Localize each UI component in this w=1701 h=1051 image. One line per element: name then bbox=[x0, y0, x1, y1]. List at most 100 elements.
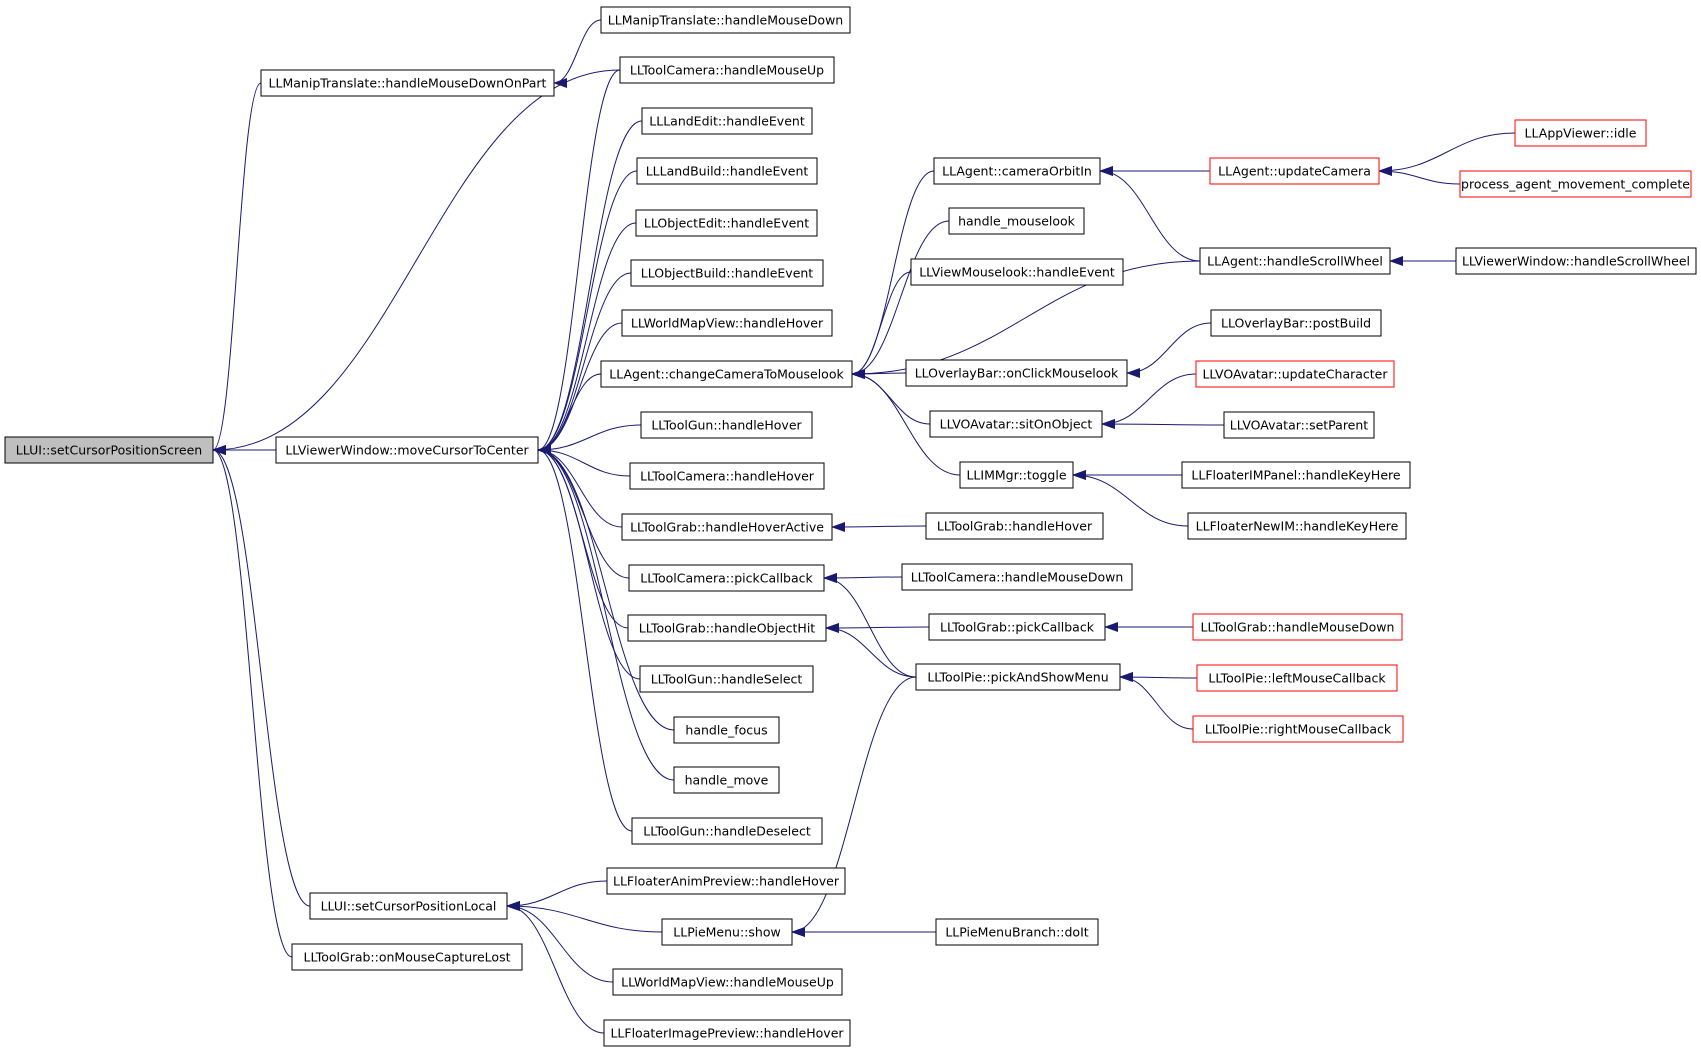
node-lloverlaybar-onclickmouselook[interactable]: LLOverlayBar::onClickMouselook bbox=[905, 359, 1128, 387]
node-llpiemenu-show[interactable]: LLPieMenu::show bbox=[661, 918, 793, 946]
node-llpiemenubranch-doit[interactable]: LLPieMenuBranch::doIt bbox=[935, 918, 1099, 946]
node-box bbox=[910, 258, 1124, 286]
edge-n47-to-n36 bbox=[1119, 672, 1194, 730]
node-llvoavatar-sitonobject[interactable]: LLVOAvatar::sitOnObject bbox=[929, 410, 1103, 438]
node-lltoolcamera-pickcallback[interactable]: LLToolCamera::pickCallback bbox=[628, 564, 825, 592]
node-box bbox=[621, 513, 833, 541]
node-llobjectbuild-handleevent[interactable]: LLObjectBuild::handleEvent bbox=[630, 259, 824, 287]
edge-n3-to-n2 bbox=[553, 19, 602, 88]
node-label: LLToolCamera::handleMouseUp bbox=[630, 63, 824, 78]
node-lltoolgun-handledeselect[interactable]: LLToolGun::handleDeselect bbox=[631, 817, 823, 845]
node-lltoolgun-handleselect[interactable]: LLToolGun::handleSelect bbox=[639, 665, 814, 693]
node-label: LLToolGrab::onMouseCaptureLost bbox=[304, 950, 511, 965]
node-box bbox=[275, 436, 539, 464]
node-llobjectedit-handleevent[interactable]: LLObjectEdit::handleEvent bbox=[635, 209, 818, 237]
node-lltoolcamera-handlehover[interactable]: LLToolCamera::handleHover bbox=[629, 462, 825, 490]
edge-n23-to-n21 bbox=[506, 880, 608, 911]
node-llworldmapview-handlehover[interactable]: LLWorldMapView::handleHover bbox=[621, 309, 833, 337]
nodes-layer: LLUI::setCursorPositionScreen LLManipTran… bbox=[4, 6, 1697, 1047]
node-box bbox=[630, 259, 824, 287]
node-label: LLWorldMapView::handleMouseUp bbox=[621, 975, 834, 990]
node-process-agent-movement-complete[interactable]: process_agent_movement_complete bbox=[1459, 170, 1692, 198]
node-lltoolgrab-handleobjecthit[interactable]: LLToolGrab::handleObjectHit bbox=[627, 614, 827, 642]
node-label: LLFloaterIMPanel::handleKeyHere bbox=[1191, 468, 1400, 483]
node-llagent-handlescrollwheel[interactable]: LLAgent::handleScrollWheel bbox=[1199, 247, 1391, 275]
node-box bbox=[1223, 411, 1375, 439]
node-llagent-cameraorbitin[interactable]: LLAgent::cameraOrbitIn bbox=[933, 157, 1101, 185]
node-llfloaterimpanel-handlekeyhere[interactable]: LLFloaterIMPanel::handleKeyHere bbox=[1181, 461, 1411, 489]
node-label: LLLandEdit::handleEvent bbox=[649, 114, 805, 129]
edge-n20-to-n4 bbox=[537, 445, 633, 832]
node-lltoolgrab-onmousecapturelost[interactable]: LLToolGrab::onMouseCaptureLost bbox=[291, 943, 523, 971]
edge-n35-to-n16 bbox=[825, 622, 930, 633]
node-box bbox=[606, 867, 846, 895]
node-handle-move[interactable]: handle_move bbox=[673, 766, 780, 794]
node-label: LLAgent::handleScrollWheel bbox=[1207, 254, 1383, 269]
node-llfloaternewim-handlekeyhere[interactable]: LLFloaterNewIM::handleKeyHere bbox=[1187, 512, 1407, 540]
node-lltoolgrab-handlemousedown[interactable]: LLToolGrab::handleMouseDown bbox=[1192, 613, 1403, 641]
node-label: LLToolGrab::handleHover bbox=[937, 519, 1093, 534]
node-box bbox=[673, 766, 780, 794]
node-llviewerwindow-movecursortocenter[interactable]: LLViewerWindow::moveCursorToCenter bbox=[275, 436, 539, 464]
node-lltoolgrab-handlehoveractive[interactable]: LLToolGrab::handleHoverActive bbox=[621, 513, 833, 541]
node-lltoolpie-rightmousecallback[interactable]: LLToolPie::rightMouseCallback bbox=[1192, 715, 1404, 743]
node-label: LLOverlayBar::postBuild bbox=[1221, 316, 1371, 331]
node-lllandedit-handleevent[interactable]: LLLandEdit::handleEvent bbox=[641, 107, 813, 135]
node-box bbox=[1209, 157, 1380, 185]
node-box bbox=[1455, 247, 1697, 275]
node-box bbox=[1196, 664, 1398, 692]
node-label: LLToolCamera::handleMouseDown bbox=[911, 570, 1124, 585]
node-llappviewer-idle[interactable]: LLAppViewer::idle bbox=[1514, 119, 1647, 147]
node-llmaniptranslate-handlemousedown[interactable]: LLManipTranslate::handleMouseDown bbox=[600, 6, 851, 34]
edge-n7-to-n4 bbox=[537, 170, 638, 455]
node-lltoolpie-leftmousecallback[interactable]: LLToolPie::leftMouseCallback bbox=[1196, 664, 1398, 692]
node-box bbox=[1210, 309, 1382, 337]
edge-n28-to-n11 bbox=[851, 220, 950, 379]
node-lltoolcamera-handlemousedown[interactable]: LLToolCamera::handleMouseDown bbox=[901, 563, 1133, 591]
node-lltoolcamera-handlemouseup[interactable]: LLToolCamera::handleMouseUp bbox=[619, 56, 835, 84]
node-lllandbuild-handleevent[interactable]: LLLandBuild::handleEvent bbox=[636, 157, 818, 185]
node-llfloaterimagepreview-handlehover[interactable]: LLFloaterImagePreview::handleHover bbox=[603, 1019, 851, 1047]
node-box bbox=[661, 918, 793, 946]
node-llfloateranimpreview-handlehover[interactable]: LLFloaterAnimPreview::handleHover bbox=[606, 867, 846, 895]
node-box bbox=[641, 107, 813, 135]
node-box bbox=[4, 436, 214, 464]
node-llui-setcursorpositionlocal[interactable]: LLUI::setCursorPositionLocal bbox=[309, 892, 508, 920]
edge-n21-to-n1 bbox=[212, 445, 311, 907]
node-box bbox=[639, 665, 814, 693]
node-label: handle_focus bbox=[685, 723, 767, 738]
node-handle-mouselook[interactable]: handle_mouselook bbox=[948, 207, 1085, 235]
node-box bbox=[627, 614, 827, 642]
node-llvoavatar-updatecharacter[interactable]: LLVOAvatar::updateCharacter bbox=[1195, 360, 1395, 388]
edge-n8-to-n4 bbox=[537, 222, 637, 455]
edge-n29-to-n11 bbox=[851, 271, 912, 379]
node-label: LLAppViewer::idle bbox=[1525, 126, 1637, 141]
node-lltoolgrab-handlehover[interactable]: LLToolGrab::handleHover bbox=[925, 512, 1104, 540]
node-box bbox=[673, 716, 780, 744]
node-llagent-updatecamera[interactable]: LLAgent::updateCamera bbox=[1209, 157, 1380, 185]
node-llvoavatar-setparent[interactable]: LLVOAvatar::setParent bbox=[1223, 411, 1375, 439]
node-llimmgr-toggle[interactable]: LLIMMgr::toggle bbox=[959, 461, 1074, 489]
node-llui-setcursorpositionscreen[interactable]: LLUI::setCursorPositionScreen bbox=[4, 436, 214, 464]
node-llagent-changecameratomouselook[interactable]: LLAgent::changeCameraToMouselook bbox=[600, 360, 853, 388]
edge-n42-to-n31 bbox=[1101, 419, 1225, 430]
node-label: handle_mouselook bbox=[958, 214, 1076, 229]
node-box bbox=[948, 207, 1085, 235]
node-lloverlaybar-postbuild[interactable]: LLOverlayBar::postBuild bbox=[1210, 309, 1382, 337]
node-llmaniptranslate-handlemousedownonpart[interactable]: LLManipTranslate::handleMouseDownOnPart bbox=[260, 69, 555, 97]
node-handle-focus[interactable]: handle_focus bbox=[673, 716, 780, 744]
node-llviewmouselook-handleevent[interactable]: LLViewMouselook::handleEvent bbox=[910, 258, 1124, 286]
node-lltoolpie-pickandshowmenu[interactable]: LLToolPie::pickAndShowMenu bbox=[915, 663, 1121, 691]
node-label: LLToolCamera::pickCallback bbox=[640, 571, 813, 586]
node-label: LLWorldMapView::handleHover bbox=[631, 316, 824, 331]
node-box bbox=[631, 817, 823, 845]
node-lltoolgrab-pickcallback[interactable]: LLToolGrab::pickCallback bbox=[928, 613, 1106, 641]
node-lltoolgun-handlehover[interactable]: LLToolGun::handleHover bbox=[640, 411, 813, 439]
node-label: LLToolGrab::handleObjectHit bbox=[639, 621, 816, 636]
node-llworldmapview-handlemouseup[interactable]: LLWorldMapView::handleMouseUp bbox=[612, 968, 843, 996]
edge-n40-to-n30 bbox=[1126, 322, 1212, 378]
node-llviewerwindow-handlescrollwheel[interactable]: LLViewerWindow::handleScrollWheel bbox=[1455, 247, 1697, 275]
node-box bbox=[619, 56, 835, 84]
edge-n26-to-n21 bbox=[506, 901, 605, 1034]
node-label: LLToolPie::pickAndShowMenu bbox=[927, 670, 1108, 685]
